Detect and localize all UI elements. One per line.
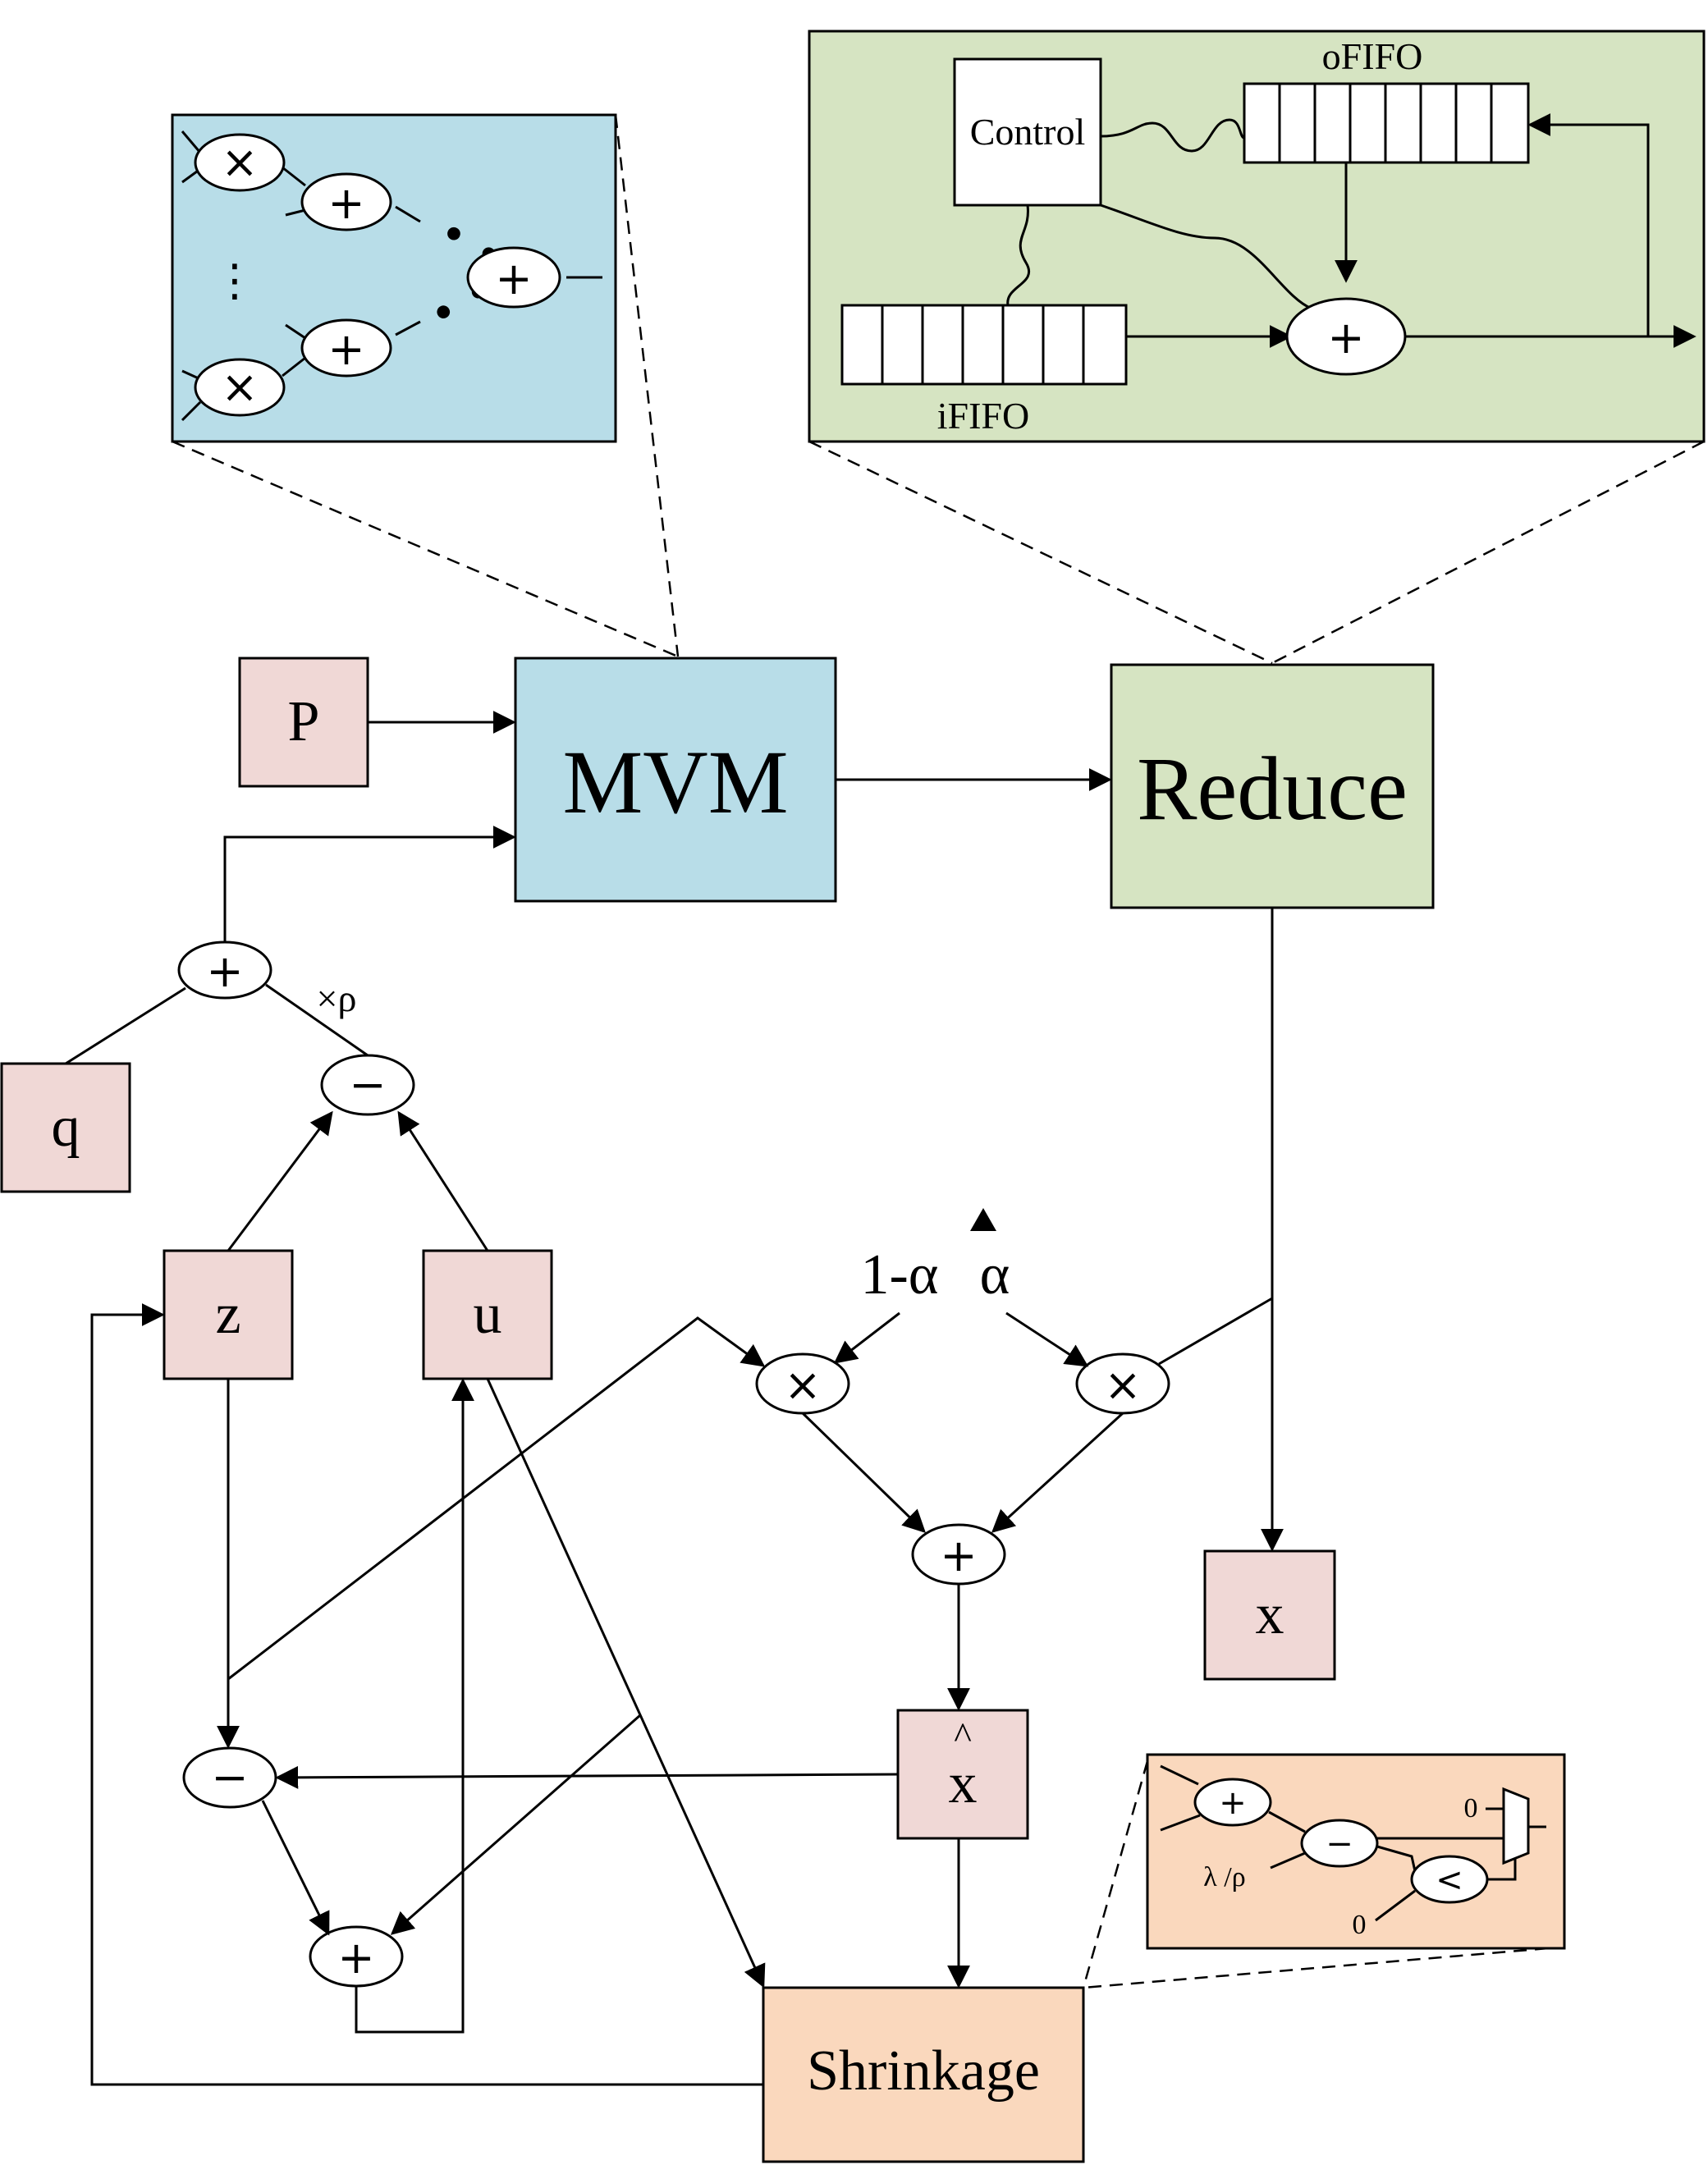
mvm-mult-node-bottom: × [194, 358, 286, 417]
add-node-pq: + [177, 940, 272, 1000]
svg-text:Reduce: Reduce [1137, 739, 1408, 839]
svg-text:−: − [211, 1751, 248, 1803]
mult-node-left: × [755, 1352, 850, 1415]
p-block: P [238, 657, 369, 788]
ififo-label: iFIFO [937, 395, 1029, 437]
mvm-add-node-top: + [300, 172, 392, 231]
svg-text:MVM: MVM [562, 732, 788, 832]
svg-text:+: + [337, 1932, 374, 1984]
svg-text:−: − [1326, 1825, 1353, 1863]
svg-text:+: + [327, 323, 364, 375]
svg-text:<: < [1436, 1861, 1463, 1899]
shrink-mux [1502, 1787, 1530, 1865]
mvm-add-node-bottom: + [300, 318, 392, 378]
add-node-relax: + [911, 1523, 1006, 1586]
svg-text:x: x [949, 1752, 978, 1815]
shrinkage-block: Shrinkage [762, 1986, 1085, 2163]
add-node-u: + [309, 1925, 404, 1988]
q-block: q [0, 1062, 131, 1193]
reduce-detail-inset: Control oFIFO iFIFO [808, 30, 1706, 443]
one-minus-alpha-label: 1-α [861, 1243, 939, 1307]
x-hat-block: ^ x [896, 1709, 1029, 1840]
mvm-detail-inset: • • • • • • × + + + × ⋮ [171, 113, 617, 443]
svg-text:+: + [1219, 1784, 1247, 1822]
svg-text:+: + [495, 253, 532, 304]
alpha-label: α [980, 1243, 1010, 1307]
shrinkage-detail-inset: + λ /ρ − < 0 0 [1146, 1753, 1566, 1950]
svg-text:+: + [1327, 312, 1364, 364]
z-block: z [163, 1249, 294, 1380]
mvm-vertical-ellipsis: ⋮ [213, 254, 257, 306]
lambda-over-rho: λ /ρ [1203, 1862, 1245, 1892]
u-block: u [422, 1249, 553, 1380]
shrink-sub-node: − [1300, 1819, 1379, 1868]
shrink-add-node: + [1193, 1778, 1272, 1827]
reduce-add-node: + [1285, 297, 1407, 376]
mult-node-right: × [1075, 1352, 1170, 1415]
control-block: Control [953, 57, 1102, 207]
svg-text:+: + [940, 1530, 977, 1581]
shrink-compare-node: < [1410, 1855, 1489, 1904]
svg-text:z: z [215, 1283, 240, 1346]
svg-text:^: ^ [954, 1714, 972, 1756]
svg-text:×: × [784, 1359, 821, 1411]
ififo-register [840, 304, 1128, 386]
x-block: x [1203, 1549, 1336, 1681]
sub-node-zu: − [320, 1054, 415, 1116]
svg-text:q: q [52, 1096, 80, 1159]
zoom-lines [172, 114, 1705, 1989]
svg-text:Control: Control [970, 111, 1086, 153]
sub-node-z: − [182, 1746, 277, 1809]
ofifo-label: oFIFO [1322, 35, 1423, 77]
svg-text:+: + [327, 177, 364, 229]
svg-text:×: × [1104, 1359, 1141, 1411]
reduce-block: Reduce [1110, 663, 1435, 909]
ofifo-register [1243, 82, 1530, 164]
svg-text:+: + [206, 945, 243, 997]
svg-text:×: × [221, 136, 258, 188]
mvm-mult-node-top: × [194, 133, 286, 192]
zero-compare-input: 0 [1353, 1910, 1367, 1940]
svg-text:Shrinkage: Shrinkage [807, 2039, 1040, 2103]
svg-text:P: P [288, 690, 320, 753]
mvm-add-node-root: + [466, 246, 561, 309]
svg-text:×: × [221, 361, 258, 413]
mvm-block: MVM [514, 657, 837, 903]
svg-text:−: − [349, 1059, 386, 1110]
svg-text:u: u [474, 1283, 502, 1346]
svg-text:x: x [1256, 1583, 1284, 1646]
zero-mux-input: 0 [1464, 1793, 1478, 1824]
alpha-marker [970, 1208, 996, 1231]
rho-gain-label: ×ρ [317, 977, 357, 1019]
main-wires [65, 711, 1284, 2086]
